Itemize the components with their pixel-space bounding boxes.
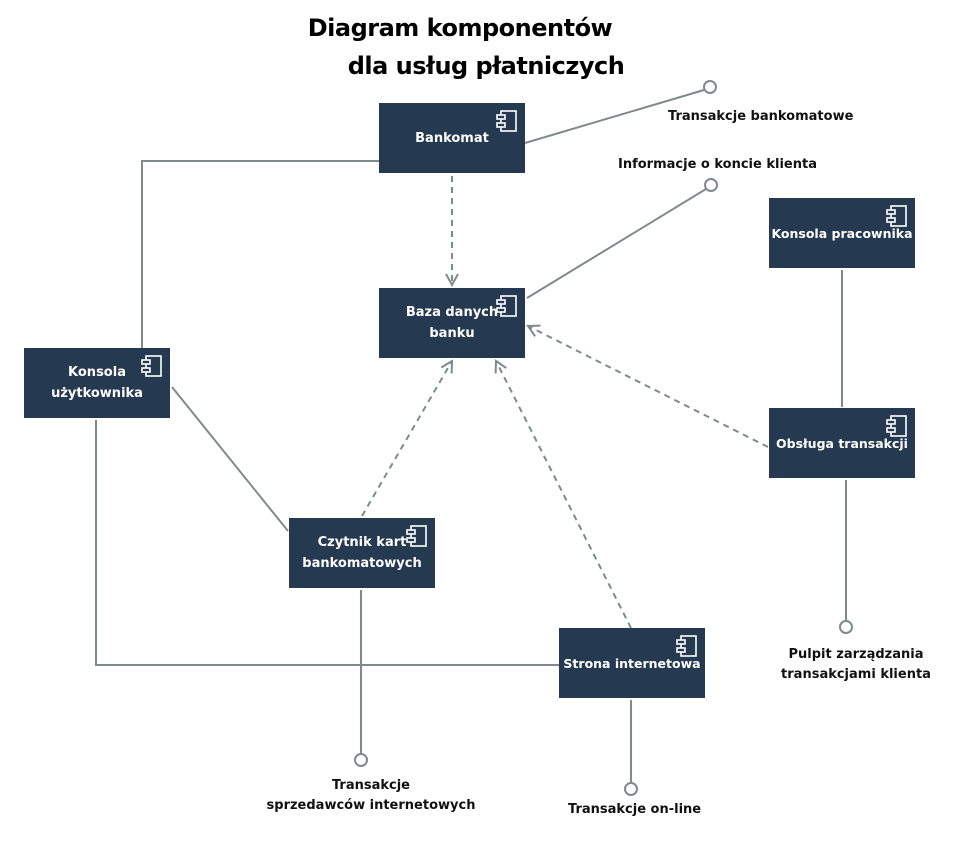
dependency-strona-baza [496,361,632,629]
connector-bankomat-transakcje-bankomatowe [524,89,705,144]
component-czytnik-kart-bankomatowych[interactable]: Czytnik kart bankomatowych [289,518,435,588]
connector-baza-informacje-konto [526,188,707,299]
uml-component-icon [886,415,907,437]
component-label: Konsola pracownika [771,225,913,241]
component-label: Bankomat [415,130,489,146]
interface-label-online: Transakcje on-line [568,802,702,817]
component-konsola-uzytkownika[interactable]: Konsola użytkownika [24,348,170,418]
connector-konsola-uzytkownika-czytnik [171,386,289,532]
uml-component-icon [141,355,162,377]
interface-lollipop-pulpit [839,620,853,634]
interface-label-informacje-konto: Informacje o koncie klienta [618,157,817,172]
uml-component-icon [406,525,427,547]
interface-label-pulpit: Pulpit zarządzania transakcjami klienta [776,645,936,685]
interface-label-sprzedawcy-line-1: Transakcje [331,778,410,793]
component-baza-danych-banku[interactable]: Baza danych banku [379,288,525,358]
interface-label-pulpit-line-1: Pulpit zarządzania [788,647,924,662]
uml-component-icon [496,110,517,132]
diagram-title-line-2: dla usług płatniczych [347,52,625,80]
component-label: Czytnik kart bankomatowych [302,535,422,571]
component-bankomat[interactable]: Bankomat [379,103,525,173]
dependency-obsluga-baza [528,326,769,448]
uml-component-icon [496,295,517,317]
connector-bankomat-konsola-uzytkownika [141,160,379,348]
component-label: Baza danych banku [405,305,499,341]
component-label: Strona internetowa [563,655,701,671]
connector-konsola-uzytkownika-strona [95,420,559,666]
interface-lollipop-informacje-konto [704,178,718,192]
interface-lollipop-transakcje-bankomatowe [703,80,717,94]
diagram-title-line-1: Diagram komponentów [307,14,613,42]
component-label: Obsługa transakcji [776,435,908,451]
dependency-czytnik-baza [361,361,452,517]
uml-component-icon [886,205,907,227]
component-obsluga-transakcji[interactable]: Obsługa transakcji [769,408,915,478]
interface-label-pulpit-line-2: transakcjami klienta [781,667,931,682]
component-strona-internetowa[interactable]: Strona internetowa [559,628,705,698]
component-konsola-pracownika[interactable]: Konsola pracownika [769,198,915,268]
interface-label-transakcje-bankomatowe: Transakcje bankomatowe [668,109,854,124]
uml-component-icon [676,635,697,657]
interface-label-sprzedawcy-line-2: sprzedawców internetowych [266,798,476,813]
interface-lollipop-sprzedawcy [354,753,368,767]
interface-label-sprzedawcy: Transakcje sprzedawców internetowych [266,776,476,816]
component-label: Konsola użytkownika [51,365,143,401]
interface-lollipop-online [624,782,638,796]
